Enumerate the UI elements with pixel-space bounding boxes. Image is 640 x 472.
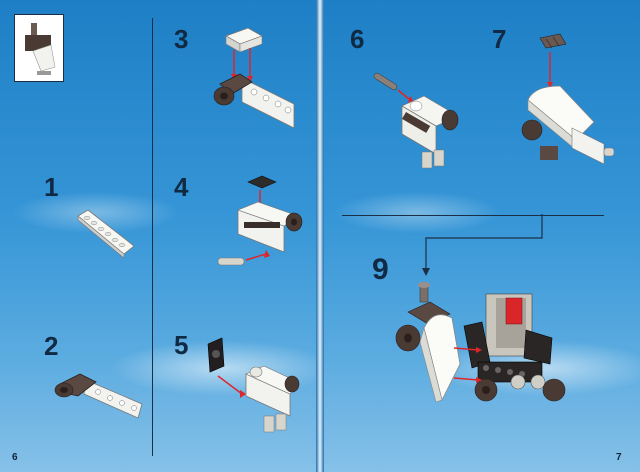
step-number-5: 5 — [174, 330, 189, 360]
model-preview-image — [25, 23, 56, 75]
step-number-2: 2 — [44, 331, 59, 361]
section-divider — [342, 215, 604, 216]
step-4-assembly — [217, 175, 303, 266]
step-3-assembly — [213, 27, 295, 129]
right-page-number: 7 — [616, 452, 622, 463]
step-2-assembly — [54, 373, 143, 419]
step-number-1: 1 — [44, 172, 59, 202]
step-9-assembly — [395, 282, 566, 403]
step-number-6: 6 — [350, 24, 365, 54]
step-7-assembly — [521, 33, 615, 165]
step-number-7: 7 — [492, 24, 507, 54]
column-divider — [152, 18, 153, 456]
step-number-3: 3 — [174, 24, 189, 54]
step-number-4: 4 — [174, 172, 189, 202]
step-number-9: 9 — [372, 253, 389, 286]
step-1-white-plate — [77, 209, 135, 259]
model-preview-box — [14, 14, 64, 82]
step-6-assembly — [373, 72, 459, 169]
step-5-assembly — [207, 337, 300, 433]
step-9-pointer-arrow — [422, 214, 543, 276]
book-spine — [316, 0, 324, 472]
left-page-number: 6 — [12, 452, 18, 463]
